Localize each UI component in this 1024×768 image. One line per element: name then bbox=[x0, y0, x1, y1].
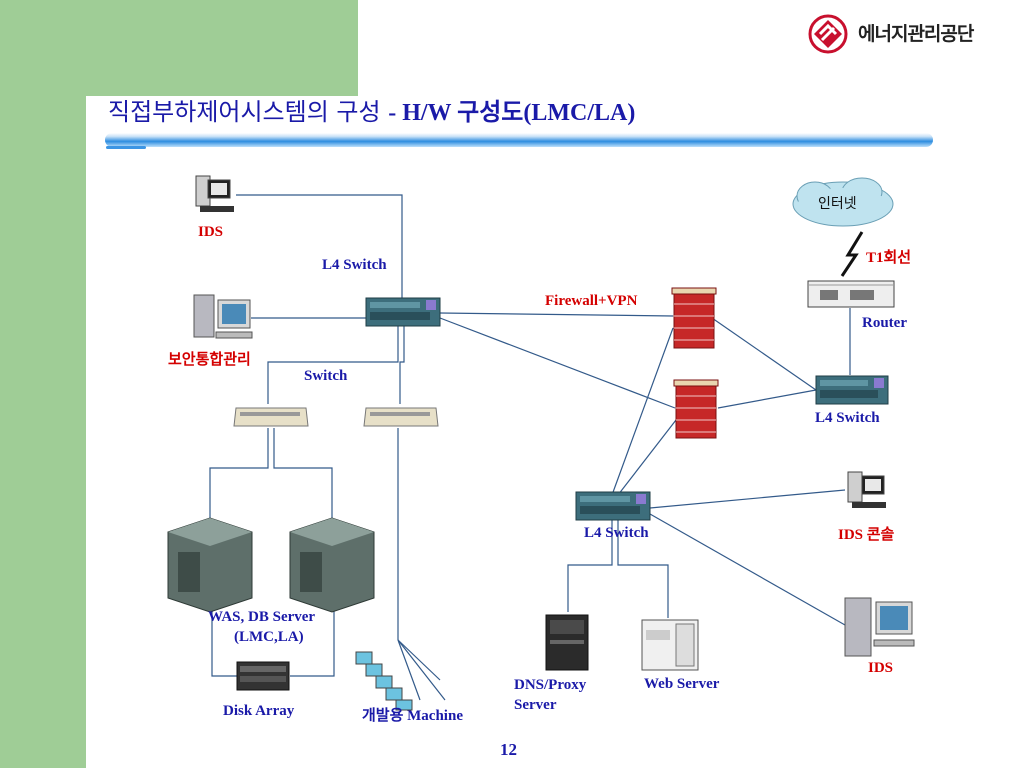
label-firewall-vpn: Firewall+VPN bbox=[545, 293, 638, 309]
link-l4-firewall1 bbox=[439, 312, 674, 317]
label-ids-console: IDS 콘솔 bbox=[838, 527, 895, 543]
link-l4center-ids bbox=[649, 513, 846, 626]
label-switch: Switch bbox=[304, 368, 348, 384]
internet-cloud-icon bbox=[792, 177, 894, 227]
label-disk-array: Disk Array bbox=[223, 703, 295, 719]
link-dev-a bbox=[397, 639, 446, 701]
link-fw1-l4right bbox=[711, 317, 817, 391]
l4-switch-right-icon bbox=[815, 375, 889, 405]
ids-console-computer-icon bbox=[847, 471, 886, 508]
link-l4-firewall2 bbox=[439, 317, 676, 409]
page-title: 직접부하제어시스템의 구성 - H/W 구성도(LMC/LA) bbox=[108, 92, 635, 127]
firewall-2-icon bbox=[673, 379, 719, 439]
label-was-db-sub: (LMC,LA) bbox=[234, 629, 304, 645]
link-l4center-fw1 bbox=[611, 327, 674, 496]
l4-switch-center-icon bbox=[575, 491, 651, 521]
top-decor-block bbox=[0, 0, 358, 96]
org-logo bbox=[804, 14, 1014, 54]
switch-b-icon bbox=[363, 407, 439, 427]
link-l4center-idsconsole bbox=[649, 489, 846, 509]
label-internet: 인터넷 bbox=[818, 196, 857, 212]
label-web-server: Web Server bbox=[644, 676, 720, 692]
link-l4center-web bbox=[617, 520, 669, 618]
t1-lightning-icon bbox=[840, 231, 864, 277]
label-dns-proxy-2: Server bbox=[514, 697, 557, 713]
link-server2-disk bbox=[290, 600, 335, 677]
dns-proxy-server-icon bbox=[545, 614, 589, 671]
label-dev-machine: 개발용 Machine bbox=[362, 708, 463, 724]
switch-a-icon bbox=[233, 407, 309, 427]
web-server-icon bbox=[641, 619, 699, 671]
title-underline-tail bbox=[106, 146, 146, 149]
link-server1-disk bbox=[211, 600, 237, 677]
label-ids-top: IDS bbox=[198, 224, 224, 240]
disk-array-icon bbox=[236, 661, 290, 691]
label-router: Router bbox=[862, 315, 907, 331]
title-main: 직접부하제어시스템의 구성 bbox=[108, 98, 389, 126]
link-l4center-dns bbox=[567, 520, 613, 612]
page-number: 12 bbox=[500, 740, 517, 759]
label-dns-proxy-1: DNS/Proxy bbox=[514, 677, 587, 693]
logo-emblem-icon bbox=[808, 14, 848, 54]
label-was-db-server: WAS, DB Server bbox=[208, 609, 316, 625]
label-ids-bottom: IDS bbox=[868, 660, 894, 676]
link-fw2-l4right bbox=[717, 389, 817, 409]
l4-switch-left-icon bbox=[365, 297, 441, 327]
link-l4center-fw2 bbox=[617, 419, 677, 496]
label-t1-line: T1회선 bbox=[866, 250, 912, 266]
title-sub: - H/W 구성도(LMC/LA) bbox=[388, 100, 636, 126]
label-l4-switch-center: L4 Switch bbox=[584, 525, 649, 541]
link-switchA-server2 bbox=[273, 428, 333, 525]
connection-lines bbox=[209, 194, 851, 701]
link-dev-b bbox=[397, 639, 421, 701]
link-switchA-server1 bbox=[209, 428, 269, 525]
ids-top-computer-icon bbox=[195, 175, 234, 212]
label-security-mgmt: 보안통합관리 bbox=[168, 352, 251, 368]
link-l4-switchA bbox=[267, 326, 399, 404]
link-l4-switchB bbox=[399, 326, 405, 404]
ids-bottom-computer-icon bbox=[844, 597, 915, 657]
was-server-1-icon bbox=[167, 517, 253, 613]
link-ids-l4 bbox=[236, 194, 403, 300]
label-l4-switch-left: L4 Switch bbox=[322, 257, 387, 273]
router-icon bbox=[807, 280, 895, 308]
logo-text: 에너지관리공단 bbox=[858, 23, 974, 45]
security-mgmt-computer-icon bbox=[193, 294, 253, 339]
link-dev-c bbox=[397, 639, 441, 681]
left-decor-band bbox=[0, 0, 86, 768]
title-underline-bar bbox=[105, 133, 933, 147]
firewall-1-icon bbox=[671, 287, 717, 349]
dev-machines-icon bbox=[355, 651, 413, 711]
was-server-2-icon bbox=[289, 517, 375, 613]
label-l4-switch-right: L4 Switch bbox=[815, 410, 880, 426]
